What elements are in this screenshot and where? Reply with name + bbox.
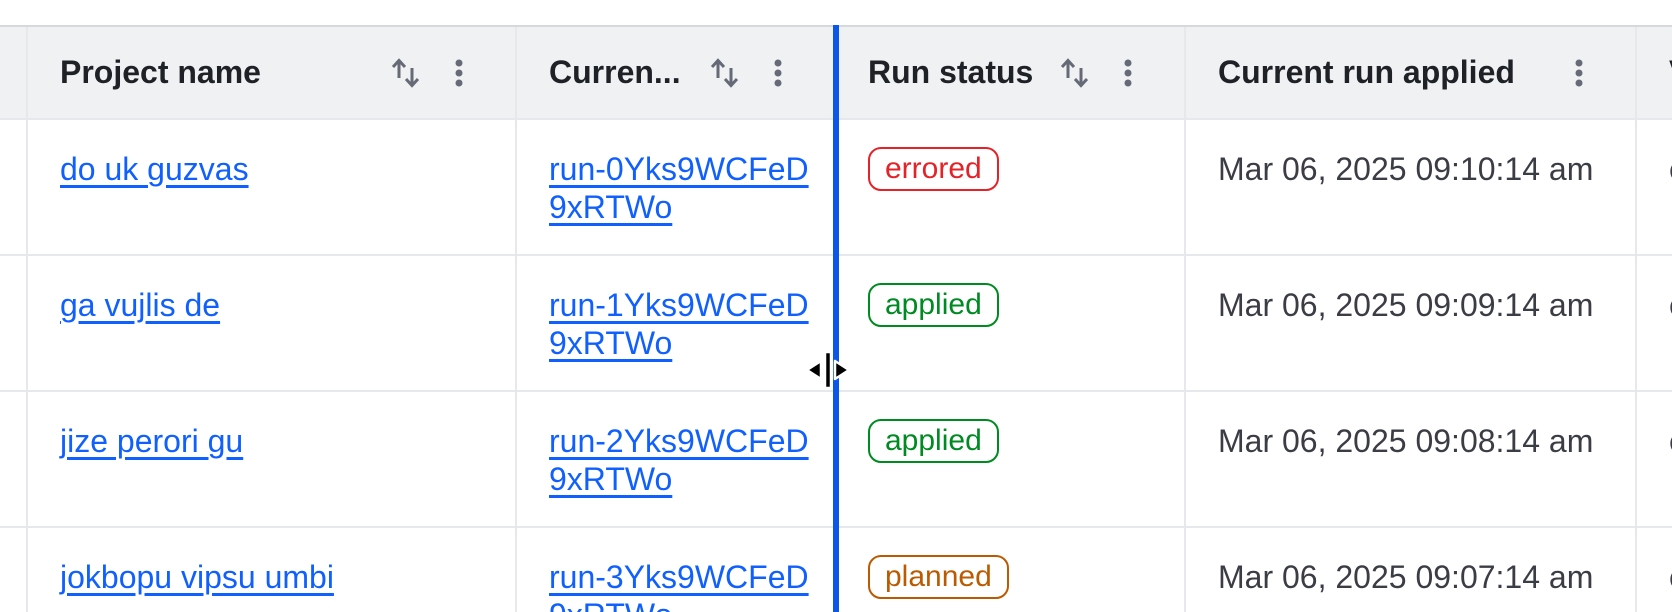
column-label: Current run applied (1218, 54, 1515, 90)
column-header-project-name[interactable]: Project name (28, 27, 517, 118)
sort-arrows-icon (391, 57, 420, 88)
column-header-current-run[interactable]: Curren... (517, 27, 836, 118)
current-run-cell: run-0Yks9WCFeD9xRTWo (517, 120, 836, 254)
run-link[interactable]: run-3Yks9WCFeD9xRTWo (549, 559, 809, 612)
column-menu-button[interactable] (1567, 59, 1591, 87)
row-stub-cell (0, 392, 28, 526)
run-status-badge: planned (868, 555, 1009, 599)
sort-button[interactable] (1060, 56, 1090, 90)
column-label: Project name (60, 54, 261, 90)
column-label: V (1669, 54, 1672, 91)
applied-timestamp: Mar 06, 2025 09:09:14 am (1218, 287, 1594, 323)
run-link[interactable]: run-2Yks9WCFeD9xRTWo (549, 423, 809, 497)
run-status-cell: applied (836, 392, 1186, 526)
run-link[interactable]: run-1Yks9WCFeD9xRTWo (549, 287, 809, 361)
next-column-cell: e (1637, 120, 1672, 254)
current-run-cell: run-1Yks9WCFeD9xRTWo (517, 256, 836, 390)
applied-timestamp: Mar 06, 2025 09:07:14 am (1218, 559, 1594, 595)
current-run-applied-cell: Mar 06, 2025 09:09:14 am (1186, 256, 1637, 390)
column-header-run-status[interactable]: Run status (836, 27, 1186, 118)
run-status-cell: errored (836, 120, 1186, 254)
kebab-menu-icon (774, 59, 782, 86)
project-name-cell: do uk guzvas (28, 120, 517, 254)
project-link[interactable]: jize perori gu (60, 423, 244, 459)
next-column-value: e (1669, 423, 1672, 459)
run-link[interactable]: run-0Yks9WCFeD9xRTWo (549, 151, 809, 225)
row-stub-cell (0, 256, 28, 390)
applied-timestamp: Mar 06, 2025 09:10:14 am (1218, 151, 1594, 187)
sort-arrows-icon (1060, 57, 1089, 88)
header-stub-cell (0, 27, 28, 118)
column-resize-indicator[interactable] (833, 25, 839, 612)
column-header-current-run-applied[interactable]: Current run applied (1186, 27, 1637, 118)
run-status-cell: applied (836, 256, 1186, 390)
kebab-menu-icon (1124, 59, 1132, 86)
sort-button[interactable] (710, 56, 740, 90)
run-status-badge: applied (868, 283, 999, 327)
column-menu-button[interactable] (1116, 59, 1140, 87)
current-run-cell: run-2Yks9WCFeD9xRTWo (517, 392, 836, 526)
project-link[interactable]: jokbopu vipsu umbi (60, 559, 334, 595)
next-column-cell: e (1637, 256, 1672, 390)
current-run-applied-cell: Mar 06, 2025 09:07:14 am (1186, 528, 1637, 612)
project-link[interactable]: do uk guzvas (60, 151, 249, 187)
row-stub-cell (0, 120, 28, 254)
kebab-menu-icon (1575, 59, 1583, 86)
next-column-cell: e (1637, 528, 1672, 612)
next-column-value: e (1669, 287, 1672, 323)
column-label: Run status (868, 54, 1034, 90)
next-column-cell: e (1637, 392, 1672, 526)
column-header-next[interactable]: V (1637, 27, 1672, 118)
column-menu-button[interactable] (766, 59, 790, 87)
column-menu-button[interactable] (447, 59, 471, 87)
run-status-badge: applied (868, 419, 999, 463)
current-run-applied-cell: Mar 06, 2025 09:08:14 am (1186, 392, 1637, 526)
current-run-cell: run-3Yks9WCFeD9xRTWo (517, 528, 836, 612)
sort-button[interactable] (391, 56, 421, 90)
next-column-value: e (1669, 151, 1672, 187)
current-run-applied-cell: Mar 06, 2025 09:10:14 am (1186, 120, 1637, 254)
column-label: Curren... (549, 54, 681, 90)
kebab-menu-icon (455, 59, 463, 86)
run-status-badge: errored (868, 147, 999, 191)
project-name-cell: ga vujlis de (28, 256, 517, 390)
sort-arrows-icon (710, 57, 739, 88)
row-stub-cell (0, 528, 28, 612)
project-name-cell: jokbopu vipsu umbi (28, 528, 517, 612)
next-column-value: e (1669, 559, 1672, 595)
run-status-cell: planned (836, 528, 1186, 612)
applied-timestamp: Mar 06, 2025 09:08:14 am (1218, 423, 1594, 459)
project-name-cell: jize perori gu (28, 392, 517, 526)
project-link[interactable]: ga vujlis de (60, 287, 221, 323)
